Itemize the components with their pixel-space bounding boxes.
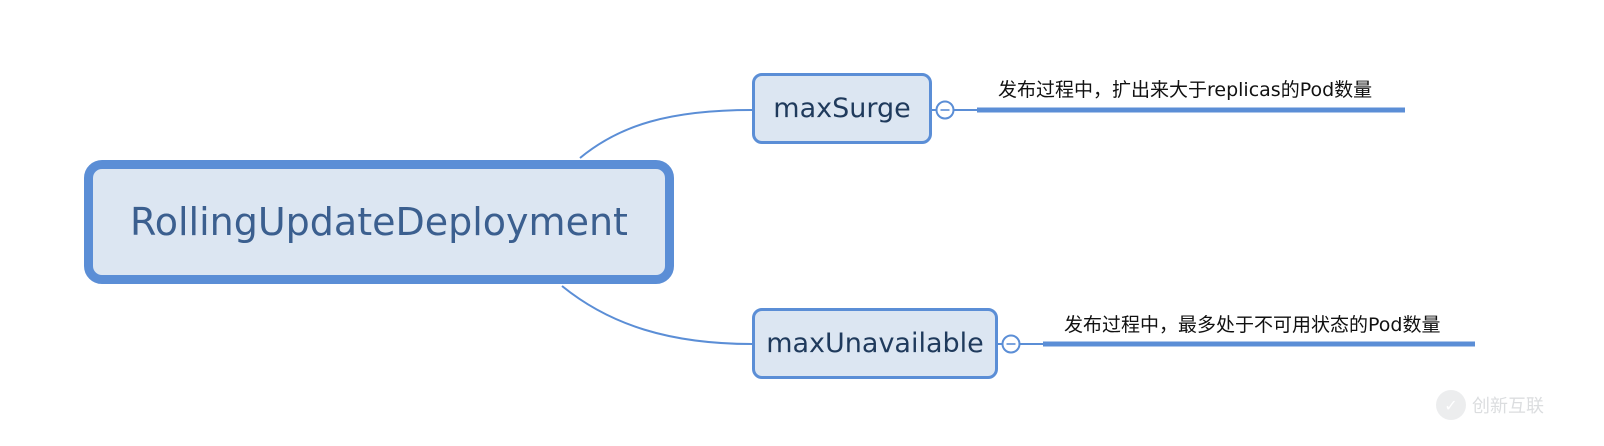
watermark-logo-icon: ✓ xyxy=(1436,390,1466,420)
note-text-maxsurge[interactable]: 发布过程中，扩出来大于replicas的Pod数量 xyxy=(998,79,1373,101)
subtopic-label-maxunavailable: maxUnavailable xyxy=(766,328,984,359)
subtopic-label-maxsurge: maxSurge xyxy=(773,93,911,124)
collapse-toggle-maxsurge[interactable] xyxy=(935,100,955,120)
root-topic-label: RollingUpdateDeployment xyxy=(130,200,628,244)
connector-root-to-maxsurge xyxy=(579,109,753,159)
note-text-maxunavailable[interactable]: 发布过程中，最多处于不可用状态的Pod数量 xyxy=(1064,314,1441,336)
collapse-toggle-maxunavailable[interactable] xyxy=(1001,334,1021,354)
watermark: ✓ 创新互联 xyxy=(1436,390,1544,420)
root-topic-node[interactable]: RollingUpdateDeployment xyxy=(84,160,674,284)
subtopic-node-maxunavailable[interactable]: maxUnavailable xyxy=(752,308,998,379)
watermark-text: 创新互联 xyxy=(1472,396,1544,417)
connector-root-to-maxunavailable xyxy=(561,285,753,345)
subtopic-node-maxsurge[interactable]: maxSurge xyxy=(752,73,932,144)
